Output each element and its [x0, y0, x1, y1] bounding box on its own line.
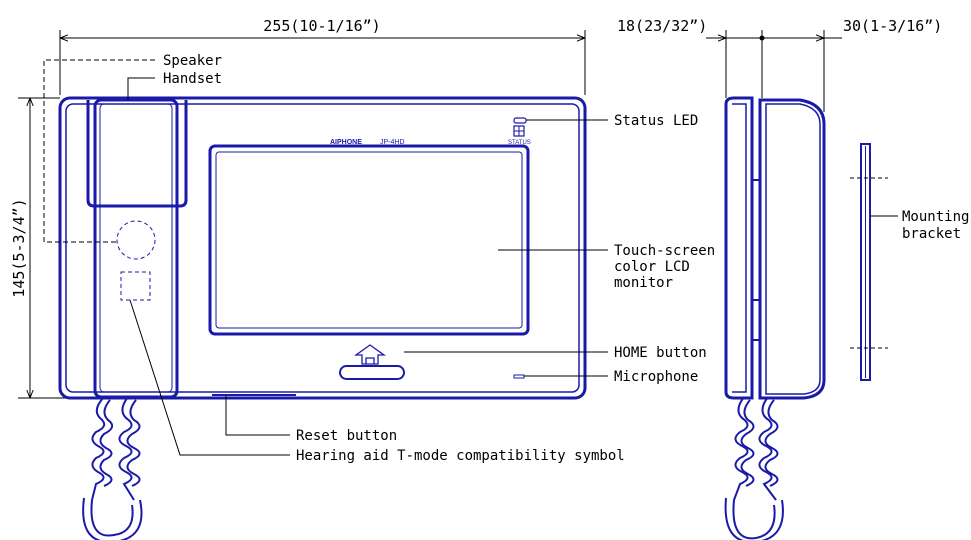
height-label: 145(5-3/4”)	[10, 198, 28, 297]
unit-side	[758, 98, 826, 400]
microphone-callout: Microphone	[614, 369, 698, 385]
handset-callout: Handset	[163, 71, 222, 87]
mounting-bracket	[850, 143, 898, 381]
reset-button-callout: Reset button	[296, 428, 397, 444]
handset-cord-side	[724, 396, 784, 540]
width-dimension: 255(10-1/16”)	[59, 17, 586, 95]
depth-dimensions: 18(23/32”) 30(1-3/16”)	[617, 17, 942, 112]
status-led-callout: Status LED	[614, 113, 698, 129]
handset-side	[724, 96, 754, 400]
touch-screen-callout-1: Touch-screen	[614, 243, 715, 259]
touch-screen-callout-2: color LCD	[614, 259, 690, 275]
home-button-callout: HOME button	[614, 345, 707, 361]
hearing-aid-callout: Hearing aid T-mode compatibility symbol	[296, 448, 625, 464]
mounting-callout-1: Mounting	[902, 209, 969, 225]
touch-screen-callout-3: monitor	[614, 275, 673, 291]
front-leaders	[43, 59, 608, 456]
model-name: JP-4HD	[380, 139, 405, 146]
width-label: 255(10-1/16”)	[263, 17, 380, 35]
handset	[86, 98, 188, 399]
hearing-aid-symbol	[120, 271, 151, 301]
mounting-callout-2: bracket	[902, 226, 961, 242]
side-view: 18(23/32”) 30(1-3/16”) Mounting b	[617, 17, 969, 540]
status-marking: STATUS	[508, 140, 531, 146]
lcd-screen[interactable]	[208, 144, 530, 336]
speaker-grille	[116, 220, 156, 260]
brand-logo: AIPHONE	[330, 139, 362, 146]
height-dimension: 145(5-3/4”)	[10, 97, 95, 399]
microphone	[513, 374, 525, 379]
front-view: 255(10-1/16”) 145(5-3/4”) AIPHONE JP-4HD	[10, 17, 715, 540]
handset-cord	[82, 396, 143, 540]
home-button[interactable]	[339, 344, 405, 380]
speaker-callout: Speaker	[163, 53, 222, 69]
unit-body	[58, 96, 587, 400]
home-icon	[353, 344, 387, 365]
depth-unit-label: 18(23/32”)	[617, 17, 707, 35]
status-led: STATUS	[508, 117, 531, 146]
depth-bracket-label: 30(1-3/16”)	[843, 17, 942, 35]
